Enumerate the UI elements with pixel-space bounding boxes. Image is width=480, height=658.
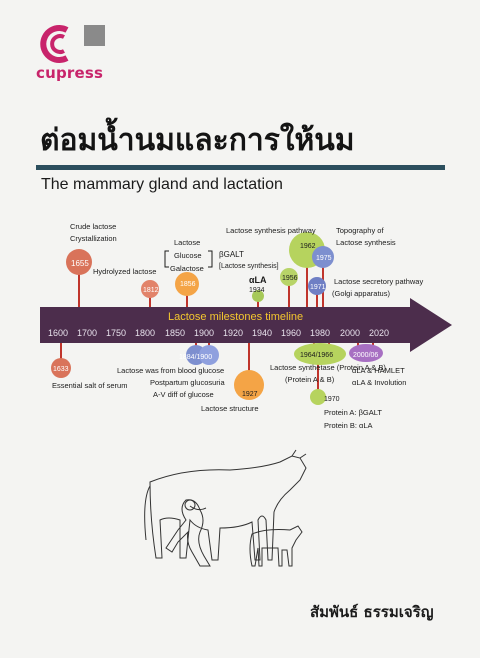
note-protein-b: Protein B: αLA (324, 421, 373, 430)
milestone-1812-label: Hydrolyzed lactose (93, 267, 156, 276)
milestone-1971 (308, 277, 326, 295)
milestone-1975-year: 1975 (316, 255, 332, 262)
cupress-logo-icon (40, 25, 69, 63)
milestone-1956 (280, 268, 298, 286)
note-topo-1: Topography of (336, 226, 384, 235)
milestone-1934-year: 1934 (249, 287, 265, 294)
milestone-1900 (199, 345, 219, 365)
note-hamlet: αLA & HAMLET (352, 366, 405, 375)
milestone-1812-year: 1812 (143, 287, 159, 294)
milestone-1633 (51, 358, 71, 378)
year-tick-label: 2000 (340, 328, 360, 338)
author-name: สัมพันธ์ ธรรมเจริญ (310, 603, 434, 621)
timeline-arrow (40, 298, 452, 352)
milestone-1856 (175, 272, 199, 296)
note-postpartum: Postpartum glucosuria (150, 378, 225, 387)
year-tick-label: 1600 (48, 328, 68, 338)
year-tick-label: 1700 (77, 328, 97, 338)
note-av-diff: A-V diff of glucose (153, 390, 214, 399)
milestone-1975 (312, 246, 334, 268)
note-protein-a: Protein A: βGALT (324, 408, 382, 417)
milestone-1812 (141, 280, 159, 298)
milestone-1927 (234, 370, 264, 400)
milestone-1934-label: αLA (249, 275, 267, 285)
book-title-english: The mammary gland and lactation (41, 176, 283, 193)
year-tick-label: 1750 (106, 328, 126, 338)
milestone-1964-label: Lactose synthetase (Protein A & B) (270, 363, 386, 372)
year-tick-label: 1800 (135, 328, 155, 338)
year-tick-label: 1850 (165, 328, 185, 338)
milestone-1964-year: 1964/1966 (300, 352, 333, 359)
year-tick-label: 1920 (223, 328, 243, 338)
milestone-1962-year: 1962 (300, 243, 316, 250)
note-bgalt: βGALT (219, 250, 244, 259)
milestone-1884-year: 1884/1900 (179, 354, 212, 361)
milestone-1927-year: 1927 (242, 391, 258, 398)
milestone-2000-year: 2000/06 (353, 352, 378, 359)
note-glucose: Glucose (174, 251, 202, 260)
logo-square (84, 25, 105, 46)
year-tick-label: 1980 (310, 328, 330, 338)
note-secretory-2: (Golgi apparatus) (332, 289, 390, 298)
year-tick-label: 1940 (252, 328, 272, 338)
cow-calf-illustration (144, 449, 307, 567)
year-tick-label: 2020 (369, 328, 389, 338)
milestone-1927-label: Lactose structure (201, 404, 259, 413)
milestone-1633-year: 1633 (53, 366, 69, 373)
note-involution: αLA & Involution (352, 378, 406, 387)
note-secretory-1: Lactose secretory pathway (334, 277, 423, 286)
milestone-1956-year: 1956 (282, 275, 298, 282)
milestone-1655 (66, 249, 92, 275)
milestone-1970 (310, 389, 326, 405)
bracket-left (164, 250, 169, 268)
title-divider (36, 165, 445, 170)
milestone-2000-2006 (349, 344, 383, 362)
milestone-1884-label: Lactose was from blood glucose (117, 366, 224, 375)
year-tick-label: 1900 (194, 328, 214, 338)
milestone-1856-year: 1856 (180, 281, 196, 288)
year-tick-label: 1960 (281, 328, 301, 338)
milestone-1655-year: 1655 (71, 259, 89, 268)
note-lactose: Lactose (174, 238, 200, 247)
timeline-banner: Lactose milestones timeline (168, 311, 303, 323)
milestone-1633-label: Essential salt of serum (52, 381, 127, 390)
note-bgalt-sub: [Lactose synthesis] (219, 263, 279, 270)
milestone-1964-1966 (294, 343, 346, 365)
bracket-right (208, 250, 213, 268)
book-title-thai: ต่อมน้ำนมและการให้นม (40, 123, 355, 158)
milestone-1962-label: Lactose synthesis pathway (226, 226, 316, 235)
note-topo-2: Lactose synthesis (336, 238, 396, 247)
milestone-1970-year: 1970 (324, 396, 340, 403)
note-crude-1: Crude lactose (70, 222, 116, 231)
note-galactose: Galactose (170, 264, 204, 273)
note-synth-sub: (Protein A & B) (285, 375, 335, 384)
milestone-1971-year: 1971 (310, 284, 326, 291)
note-crude-2: Crystallization (70, 234, 117, 243)
milestone-1934 (252, 290, 264, 302)
publisher-name: cupress (36, 64, 104, 82)
